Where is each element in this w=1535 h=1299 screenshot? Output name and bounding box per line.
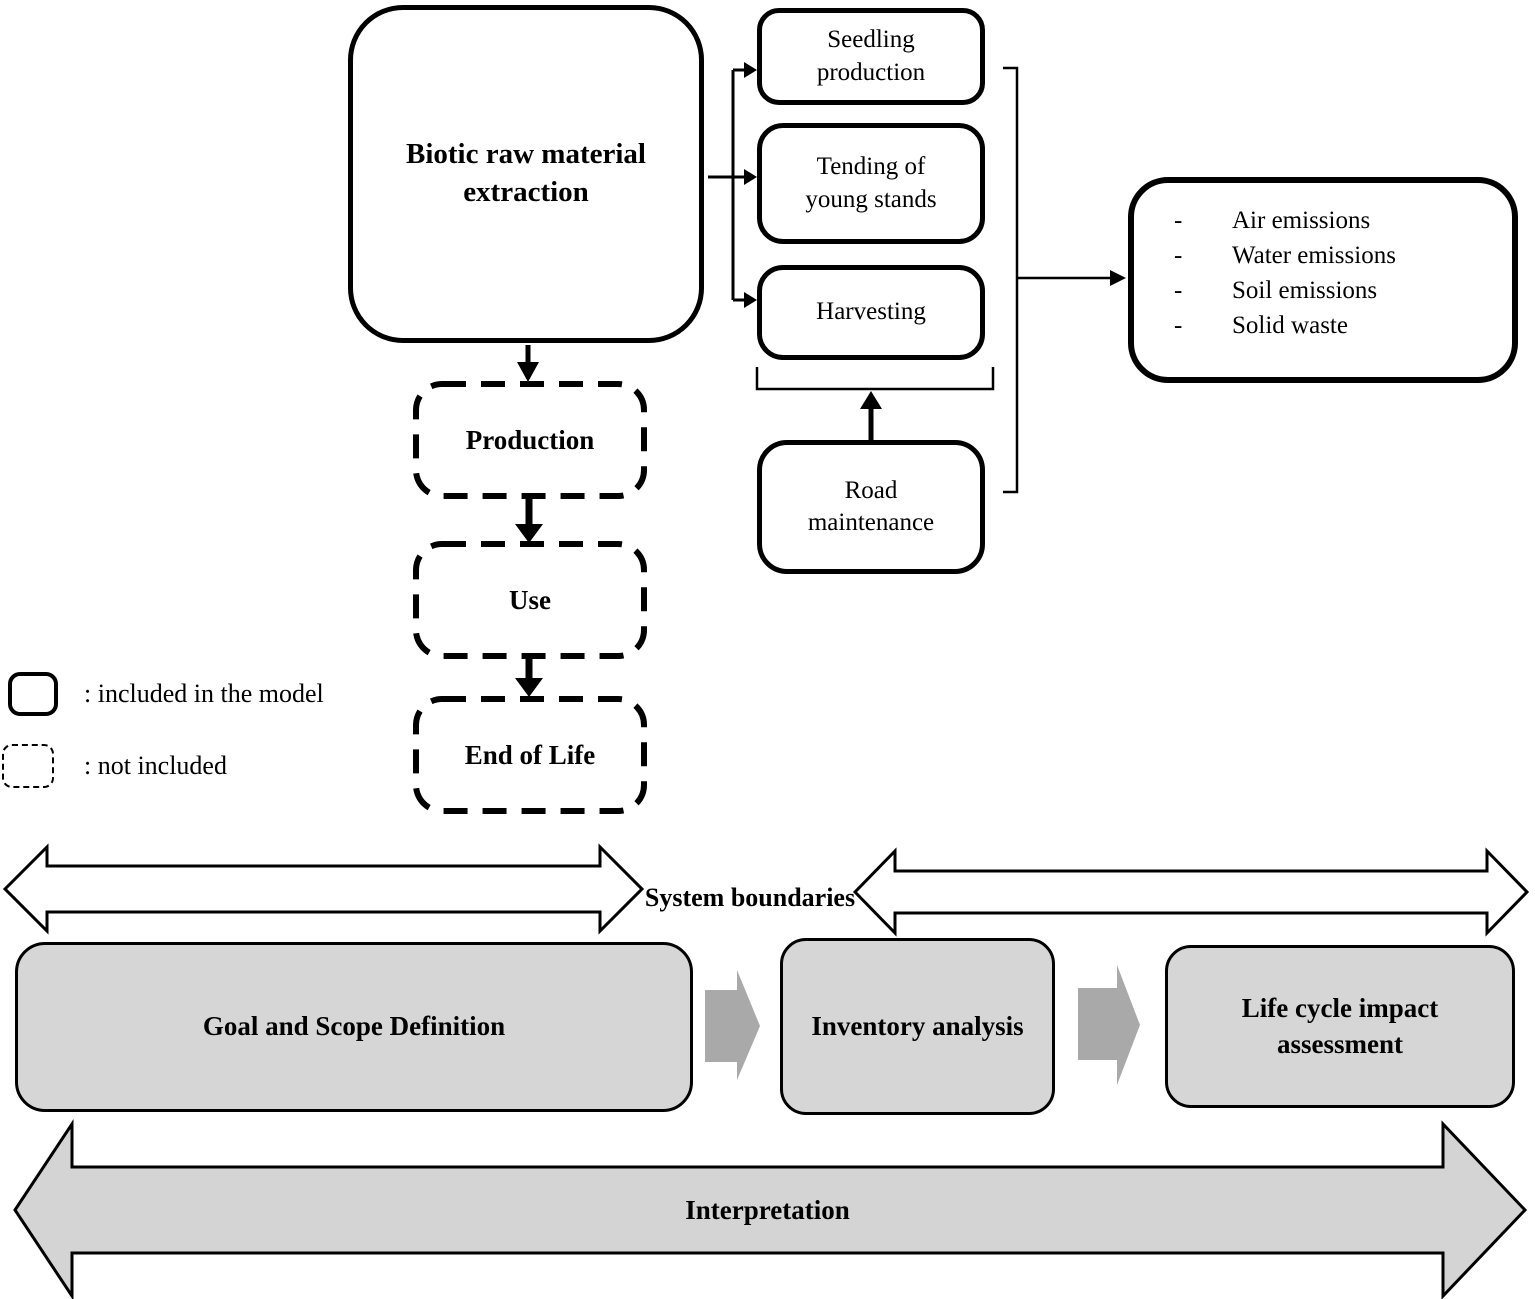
legend-included-text: : included in the model <box>84 672 324 716</box>
biotic-extraction-label: Biotic raw material extraction <box>406 138 646 208</box>
emissions-item: - Air emissions <box>1134 204 1512 239</box>
harvesting-box: Harvesting <box>757 265 985 360</box>
arrow-road-to-bracket <box>860 391 882 440</box>
production-label: Production <box>465 424 595 455</box>
production-box-outline <box>413 381 647 499</box>
tending-young-stands-box: Tending of young stands <box>757 123 985 244</box>
interpretation-arrow <box>13 1119 1528 1299</box>
chevron-goal-to-inventory <box>705 970 760 1080</box>
lcia-label: Life cycle impact assessment <box>1241 993 1439 1059</box>
biotic-extraction-box: Biotic raw material extraction <box>348 5 704 343</box>
legend-notincluded-swatch <box>2 744 54 788</box>
lcia-box: Life cycle impact assessment <box>1165 945 1515 1108</box>
seedling-production-label: Seedling production <box>816 26 926 86</box>
bullet-dash: - <box>1174 242 1183 270</box>
use-label: Use <box>509 584 551 615</box>
bullet-dash: - <box>1174 277 1183 305</box>
goal-scope-box: Goal and Scope Definition <box>15 942 693 1112</box>
emissions-item: - Water emissions <box>1134 239 1512 274</box>
emissions-item-label: Solid waste <box>1232 312 1348 340</box>
system-boundary-arrow-left <box>2 843 645 935</box>
arrowhead-harvesting <box>744 292 757 308</box>
tending-young-stands-label: Tending of young stands <box>805 153 937 213</box>
arrowhead-seedling <box>744 62 757 78</box>
chevron-inventory-to-lcia <box>1078 965 1140 1085</box>
goal-scope-label: Goal and Scope Definition <box>202 1011 506 1042</box>
interpretation-text: Interpretation <box>685 1195 850 1225</box>
emissions-item: - Soil emissions <box>1134 274 1512 309</box>
use-box: Use <box>416 544 644 656</box>
inventory-analysis-label: Inventory analysis <box>811 1010 1024 1041</box>
arrow-production-to-use <box>515 498 543 543</box>
arrowhead-emissions <box>1110 270 1126 286</box>
emissions-item-label: Air emissions <box>1232 207 1371 235</box>
legend-notincluded-text: : not included <box>84 744 227 788</box>
arrow-biotic-to-production <box>517 345 539 382</box>
biotic-branch-connector <box>708 62 757 308</box>
arrow-use-to-endoflife <box>515 658 543 697</box>
endoflife-box: End of Life <box>416 699 644 811</box>
emissions-list: - Air emissions - Water emissions - Soil… <box>1134 183 1512 344</box>
system-boundaries-text: System boundaries <box>644 883 856 912</box>
endoflife-box-outline <box>413 696 647 814</box>
emissions-box: - Air emissions - Water emissions - Soil… <box>1128 177 1518 383</box>
harvesting-label: Harvesting <box>816 298 926 326</box>
stages-right-bracket <box>1003 66 1126 494</box>
road-maintenance-label: Road maintenance <box>807 476 935 537</box>
bullet-dash: - <box>1174 207 1183 235</box>
legend-included-label: : included in the model <box>84 679 324 708</box>
arrowhead-tending <box>744 169 757 185</box>
harvesting-underbracket <box>755 367 995 391</box>
interpretation-label: Interpretation <box>0 1190 1535 1230</box>
road-maintenance-box: Road maintenance <box>757 440 985 574</box>
system-boundaries-label: System boundaries <box>630 878 870 918</box>
production-box: Production <box>416 384 644 496</box>
bullet-dash: - <box>1174 312 1183 340</box>
emissions-item-label: Water emissions <box>1232 242 1396 270</box>
dashed-stage-outlines <box>413 381 647 814</box>
inventory-analysis-box: Inventory analysis <box>780 938 1055 1115</box>
legend-notincluded-label: : not included <box>84 751 227 780</box>
legend-included-swatch <box>8 672 58 716</box>
use-box-outline <box>413 541 647 659</box>
emissions-item-label: Soil emissions <box>1232 277 1378 305</box>
endoflife-label: End of Life <box>464 739 596 770</box>
emissions-item: - Solid waste <box>1134 309 1512 344</box>
system-boundary-arrow-right <box>852 847 1530 937</box>
seedling-production-box: Seedling production <box>757 8 985 105</box>
